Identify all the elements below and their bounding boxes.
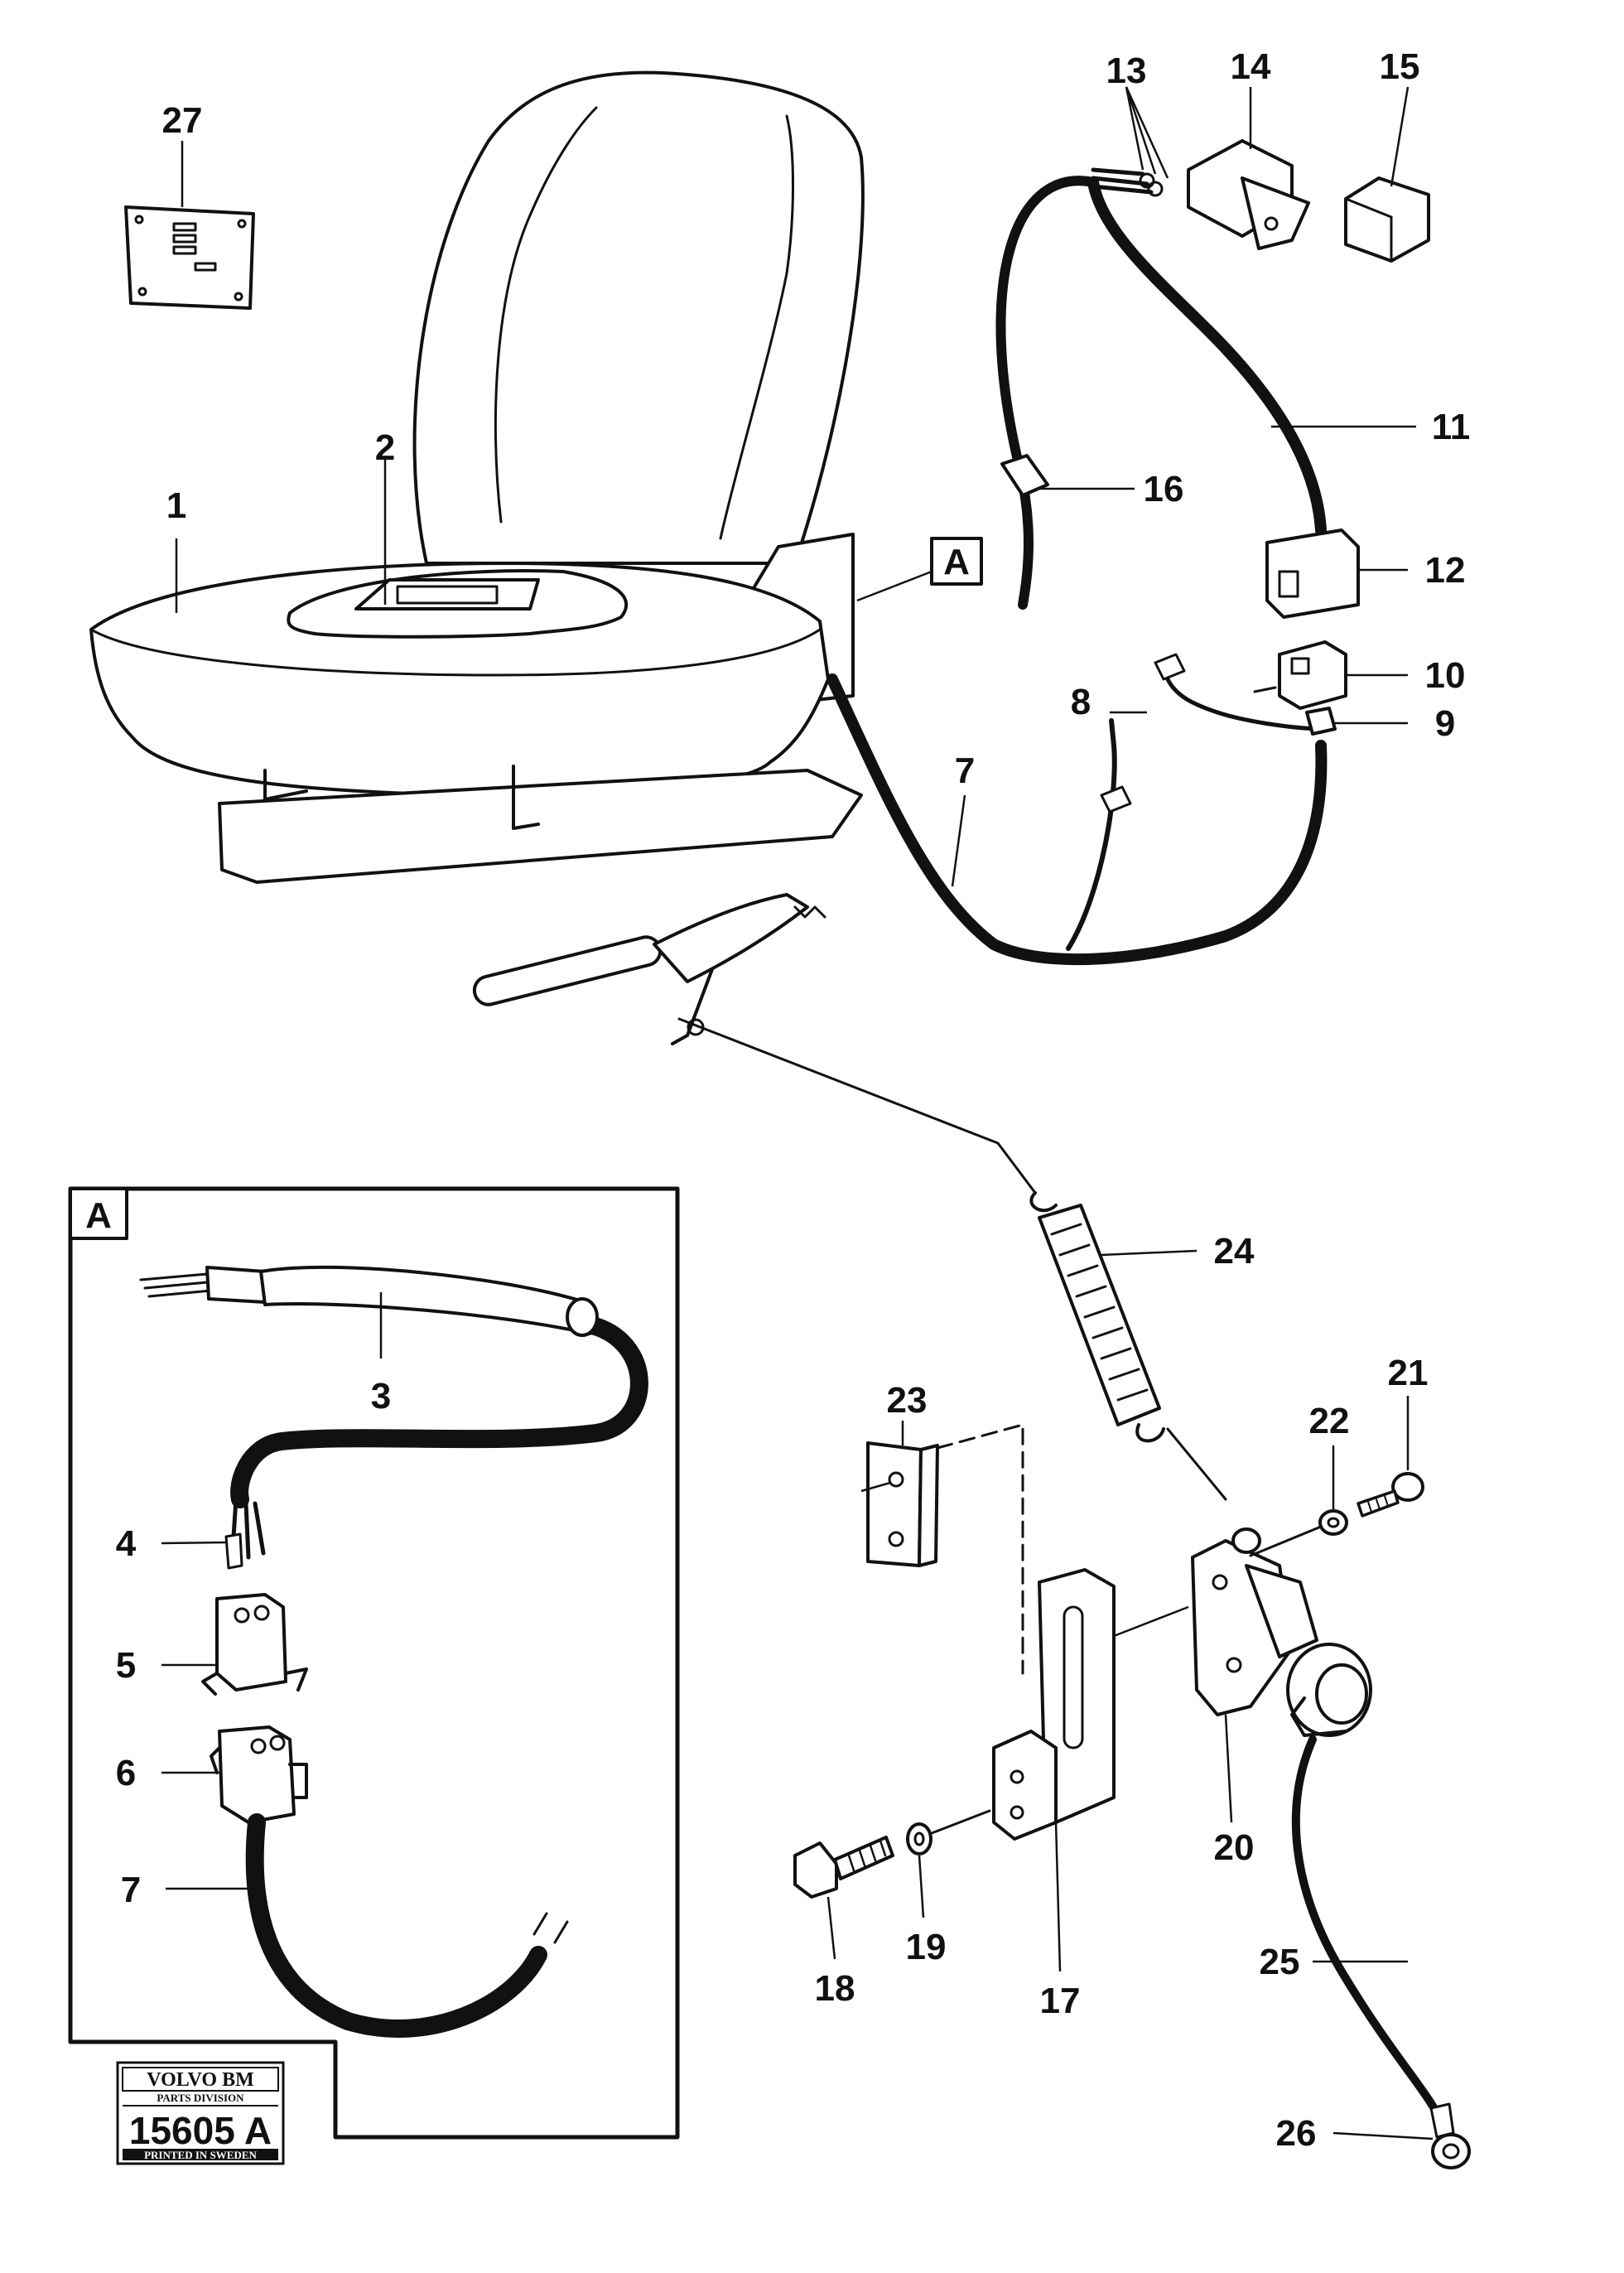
logo-number: 15605 A (129, 2109, 272, 2152)
bolt-18 (793, 1836, 894, 1899)
callout-4: 4 (116, 1523, 137, 1564)
relay-15 (1344, 176, 1430, 263)
volvo-bm-logo: VOLVO BM PARTS DIVISION 15605 A PRINTED … (116, 2061, 285, 2165)
washer-22 (1231, 1509, 1348, 1557)
callout-1: 1 (166, 485, 186, 526)
callout-2: 2 (375, 427, 395, 468)
relay-14 (1187, 139, 1310, 250)
wiring-harness (826, 167, 1328, 966)
callout-19: 19 (906, 1927, 947, 1967)
callout-16: 16 (1144, 469, 1184, 509)
callout-27: 27 (162, 100, 203, 141)
callout-20: 20 (1214, 1827, 1255, 1868)
callout-3: 3 (371, 1376, 391, 1416)
screw-21 (1357, 1472, 1424, 1518)
callout-21: 21 (1388, 1353, 1429, 1393)
callout-14: 14 (1231, 46, 1271, 87)
detail-reference-label: A (943, 542, 970, 582)
leader-lines (161, 86, 1434, 2140)
ground-cable-25 (1291, 1735, 1455, 2139)
detail-inset-a: A (68, 1186, 680, 2140)
callout-23: 23 (887, 1380, 928, 1421)
callout-numbers: 1 2 3 4 5 6 7 7 8 9 10 11 12 13 14 15 16… (116, 46, 1471, 2154)
callout-9: 9 (1435, 703, 1455, 744)
callout-22: 22 (1309, 1401, 1350, 1441)
callout-6: 6 (116, 1753, 136, 1793)
callout-15: 15 (1380, 46, 1420, 87)
callout-7-harness: 7 (955, 750, 975, 791)
operator-seat-1 (89, 70, 865, 1045)
callout-8: 8 (1071, 682, 1091, 722)
callout-13: 13 (1106, 51, 1147, 91)
callout-24: 24 (1214, 1231, 1255, 1272)
callout-5: 5 (116, 1645, 136, 1686)
detail-reference-a: A (856, 537, 983, 602)
label-plate-27 (124, 141, 255, 310)
inset-label: A (85, 1195, 112, 1236)
spring-cable-24 (677, 1017, 1227, 1501)
washer-19 (906, 1809, 991, 1856)
bracket-17 (992, 1568, 1189, 1841)
logo-division: PARTS DIVISION (157, 2092, 244, 2104)
callout-12: 12 (1425, 550, 1466, 591)
callout-26: 26 (1276, 2113, 1317, 2154)
callout-10: 10 (1425, 655, 1466, 696)
socket-bracket-20 (1191, 1539, 1372, 1737)
plate-23 (860, 1423, 1024, 1675)
switch-10 (1253, 640, 1347, 710)
connector-9 (1305, 707, 1337, 736)
callout-18: 18 (815, 1968, 855, 2009)
logo-printed: PRINTED IN SWEDEN (144, 2149, 257, 2161)
callout-7-inset: 7 (121, 1870, 141, 1910)
logo-brand: VOLVO BM (147, 2069, 254, 2091)
callout-17: 17 (1040, 1981, 1081, 2021)
connector-12 (1265, 528, 1360, 619)
ring-terminal-26 (1431, 2133, 1471, 2169)
callout-25: 25 (1260, 1942, 1300, 1982)
callout-11: 11 (1432, 407, 1471, 447)
